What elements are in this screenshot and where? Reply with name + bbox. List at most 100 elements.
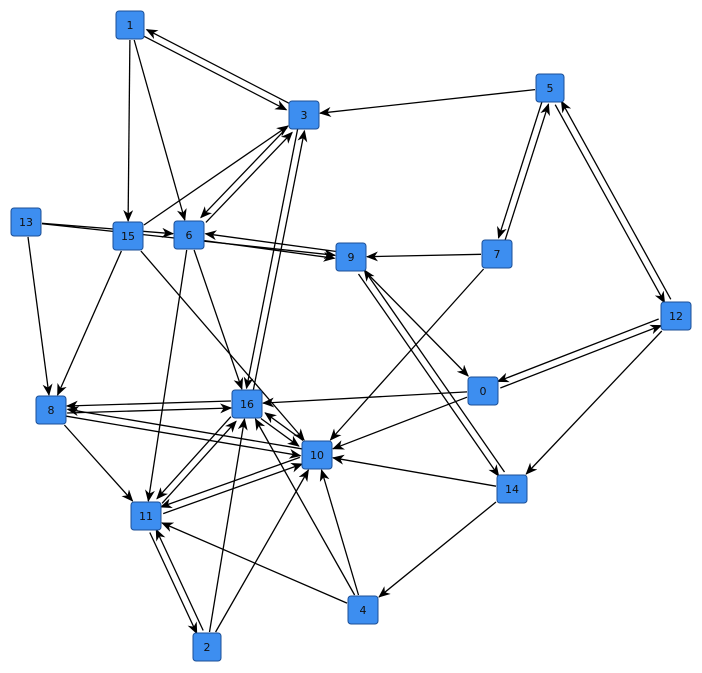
node-2-label: 2 <box>204 641 211 654</box>
node-11-label: 11 <box>139 510 153 523</box>
node-12-label: 12 <box>669 310 683 323</box>
node-8-label: 8 <box>48 404 55 417</box>
node-8[interactable]: 8 <box>35 395 67 425</box>
node-3-box <box>288 100 320 130</box>
node-1-box <box>115 10 145 40</box>
node-7-box <box>481 239 513 269</box>
node-3[interactable]: 3 <box>288 100 320 130</box>
edge-15-to-10 <box>140 250 305 441</box>
node-13-box <box>10 207 42 237</box>
node-4[interactable]: 4 <box>347 595 379 625</box>
edge-6-to-3 <box>205 131 293 223</box>
edge-15-to-8 <box>57 250 122 396</box>
node-15-label: 15 <box>121 230 135 243</box>
edge-14-to-9 <box>363 269 506 473</box>
edge-10-to-11 <box>159 456 301 509</box>
edge-13-to-6 <box>41 222 174 238</box>
edge-5-to-7 <box>497 101 543 239</box>
edge-14-to-4 <box>378 501 497 598</box>
edge-12-to-5 <box>560 100 672 300</box>
edge-8-to-10 <box>66 415 302 459</box>
edge-15-to-3 <box>143 125 289 226</box>
edge-2-to-11 <box>155 528 204 631</box>
edge-16-to-10 <box>260 417 300 447</box>
edge-8-to-16 <box>67 403 233 414</box>
edge-12-to-14 <box>525 330 663 475</box>
node-4-box <box>347 595 379 625</box>
node-10[interactable]: 10 <box>301 440 333 470</box>
node-0-box <box>467 376 499 406</box>
edge-5-to-12 <box>554 104 666 304</box>
edge-6-to-9 <box>204 239 336 262</box>
edge-10-to-8 <box>66 406 302 450</box>
node-6-label: 6 <box>186 229 193 242</box>
node-4-label: 4 <box>360 604 367 617</box>
edge-13-to-8 <box>27 236 53 396</box>
node-0-label: 0 <box>480 385 487 398</box>
edge-16-to-8 <box>65 400 231 411</box>
edge-7-to-9 <box>366 251 482 262</box>
edge-14-to-10 <box>332 454 497 487</box>
node-15[interactable]: 15 <box>112 221 144 251</box>
edge-9-to-6 <box>204 230 336 253</box>
edge-11-to-2 <box>149 532 198 635</box>
node-12[interactable]: 12 <box>660 301 692 331</box>
node-9-box <box>335 242 367 272</box>
edge-3-to-1 <box>145 29 290 105</box>
edge-4-to-16 <box>254 418 356 596</box>
node-16-box <box>231 389 263 419</box>
edge-9-to-14 <box>357 273 500 477</box>
node-12-box <box>660 301 692 331</box>
node-14-box <box>496 474 528 504</box>
edge-16-to-3 <box>252 129 308 390</box>
edge-6-to-11 <box>145 249 188 502</box>
edge-1-to-3 <box>143 35 288 111</box>
node-15-box <box>112 221 144 251</box>
node-13[interactable]: 13 <box>10 207 42 237</box>
edge-4-to-10 <box>319 469 360 596</box>
edge-5-to-3 <box>319 88 536 117</box>
node-5-label: 5 <box>547 82 554 95</box>
node-14[interactable]: 14 <box>496 474 528 504</box>
node-13-label: 13 <box>19 216 33 229</box>
edge-0-to-10 <box>332 396 468 450</box>
edge-16-to-11 <box>156 416 232 500</box>
node-11-box <box>130 501 162 531</box>
node-5-box <box>535 73 565 103</box>
node-6[interactable]: 6 <box>173 220 205 250</box>
node-2[interactable]: 2 <box>192 632 222 662</box>
node-1[interactable]: 1 <box>115 10 145 40</box>
node-1-label: 1 <box>127 19 134 32</box>
nodes-layer: 0 1 2 3 4 5 6 7 8 9 10 11 12 13 14 15 16 <box>10 10 692 662</box>
edge-10-to-16 <box>264 412 304 442</box>
node-10-label: 10 <box>310 449 324 462</box>
edge-7-to-10 <box>329 268 485 441</box>
node-16-label: 16 <box>240 398 254 411</box>
node-6-box <box>173 220 205 250</box>
edge-7-to-5 <box>504 103 550 241</box>
node-7-label: 7 <box>494 248 501 261</box>
edge-2-to-16 <box>208 418 248 633</box>
edge-11-to-16 <box>161 420 237 504</box>
edge-12-to-0 <box>496 318 659 383</box>
node-2-box <box>192 632 222 662</box>
edge-9-to-0 <box>365 271 469 377</box>
node-9[interactable]: 9 <box>335 242 367 272</box>
node-14-label: 14 <box>505 483 519 496</box>
node-16[interactable]: 16 <box>231 389 263 419</box>
edges-layer <box>27 29 672 635</box>
node-7[interactable]: 7 <box>481 239 513 269</box>
node-5[interactable]: 5 <box>535 73 565 103</box>
edge-3-to-6 <box>200 127 288 219</box>
edge-3-to-16 <box>243 129 299 390</box>
edge-1-to-6 <box>133 39 187 221</box>
node-11[interactable]: 11 <box>130 501 162 531</box>
node-10-box <box>301 440 333 470</box>
node-8-box <box>35 395 67 425</box>
edge-1-to-15 <box>123 39 134 222</box>
node-3-label: 3 <box>301 109 308 122</box>
node-0[interactable]: 0 <box>467 376 499 406</box>
edge-0-to-12 <box>500 324 663 389</box>
edge-2-to-10 <box>215 469 309 633</box>
edge-0-to-16 <box>262 391 468 408</box>
